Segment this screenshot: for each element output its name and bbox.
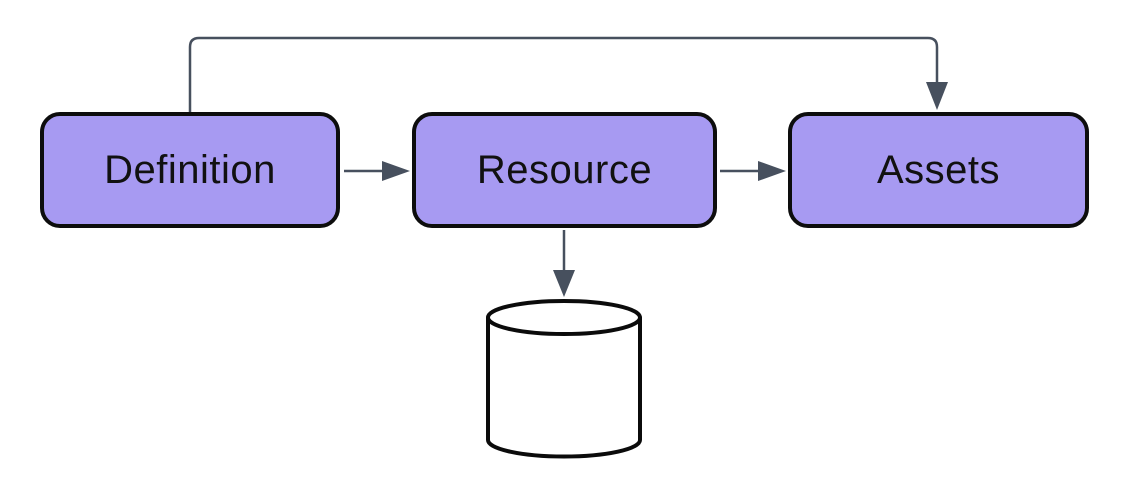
node-assets-label: Assets: [876, 147, 1001, 192]
node-definition-label: Definition: [104, 147, 276, 192]
edge-resource-to-assets: [720, 161, 786, 181]
resource-to-assets-arrowhead-icon: [758, 161, 786, 181]
database-cylinder[interactable]: [486, 299, 642, 459]
resource-to-database-arrowhead-icon: [553, 270, 575, 297]
edge-definition-to-assets-loop: [188, 36, 948, 112]
node-assets[interactable]: Assets: [788, 112, 1089, 228]
node-definition[interactable]: Definition: [40, 112, 340, 228]
edge-definition-to-resource: [344, 161, 410, 181]
definition-to-resource-arrowhead-icon: [382, 161, 410, 181]
database-cylinder-body: [486, 315, 642, 459]
loop-connector-line: [188, 36, 939, 112]
edge-resource-to-database: [553, 230, 575, 297]
node-resource[interactable]: Resource: [412, 112, 717, 228]
loop-arrowhead-icon: [926, 82, 948, 110]
node-resource-label: Resource: [476, 147, 653, 192]
database-cylinder-top: [486, 299, 642, 336]
